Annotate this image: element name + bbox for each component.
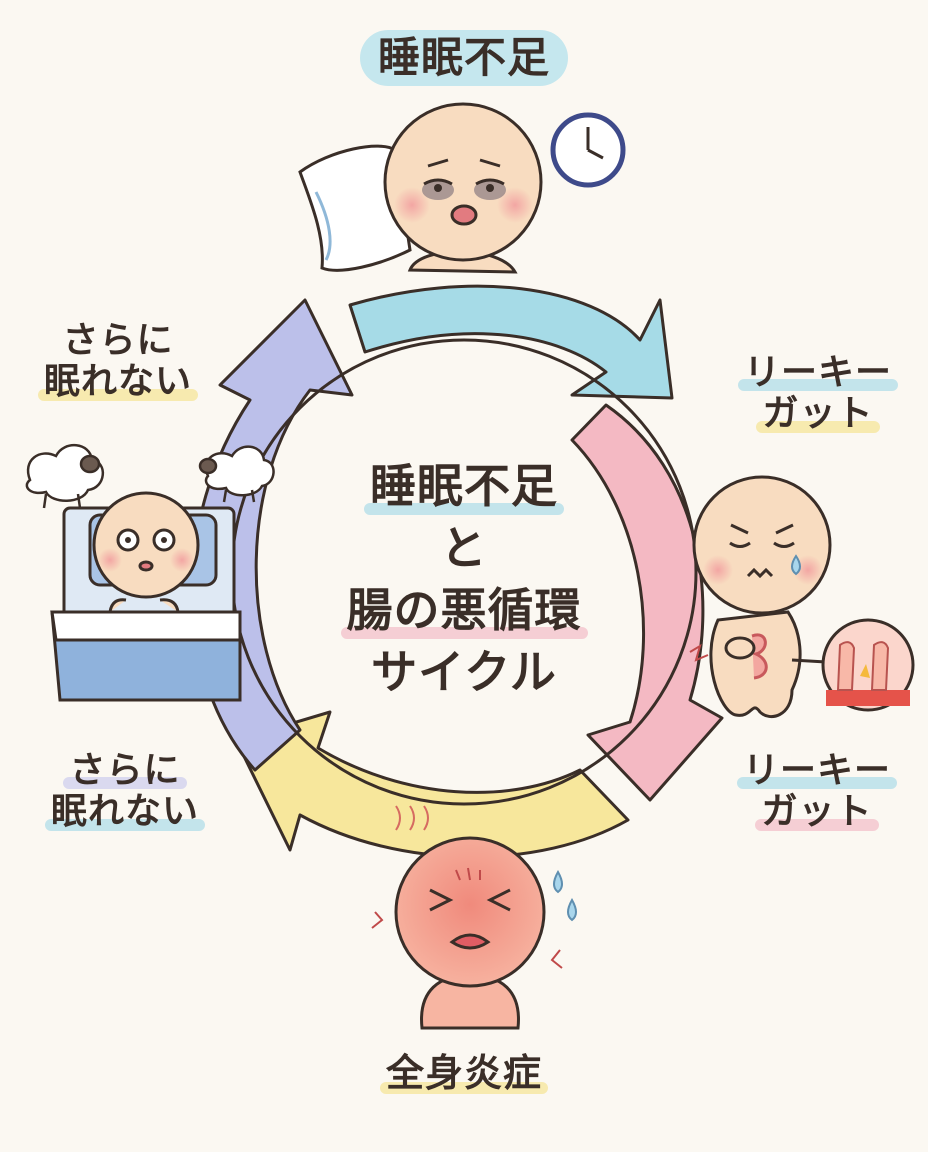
center-title-line: サイクル [371, 645, 557, 699]
inflamed-hot-character-icon [371, 805, 577, 1030]
sheep-icon [198, 445, 275, 503]
arrow-bottom [234, 710, 630, 859]
center-title-line: 睡眠不足 [364, 455, 564, 517]
label-line: ガット [755, 791, 879, 832]
sad-tummy-ache-character-icon [689, 475, 832, 718]
center-title: 睡眠不足 と 腸の悪循環 サイクル [294, 455, 634, 703]
sheep-icon [25, 444, 104, 509]
label-line: リーキー [737, 352, 899, 393]
stage-label-leaky-gut-lower: リーキー ガット [712, 750, 922, 833]
center-title-line: と [440, 521, 488, 575]
arrow-top [348, 284, 674, 400]
center-title-line: 腸の悪循環 [340, 579, 588, 641]
label-line: さらに [62, 320, 174, 361]
arrow-right [570, 403, 724, 802]
label-line: ガット [756, 393, 880, 434]
label-line: リーキー [736, 750, 898, 791]
stage-label-even-less-sleep-lower: さらに 眠れない [20, 750, 230, 833]
stage-label-even-less-sleep-upper: さらに 眠れない [18, 320, 218, 403]
stage-label-systemic-inflammation: 全身炎症 [0, 1051, 928, 1096]
clock-icon [550, 112, 626, 188]
sleepless-in-bed-character-icon [50, 491, 242, 702]
pillow-icon [298, 144, 412, 272]
label-line: さらに [63, 750, 187, 791]
stage-label-leaky-gut-upper: リーキー ガット [718, 352, 918, 435]
label-line: 眠れない [44, 791, 206, 832]
label-line: 眠れない [37, 361, 199, 402]
gut-wall-magnifier-icon [791, 618, 915, 712]
tired-face-icon [298, 102, 543, 274]
stage-label-sleep-deprivation: 睡眠不足 [0, 30, 928, 87]
